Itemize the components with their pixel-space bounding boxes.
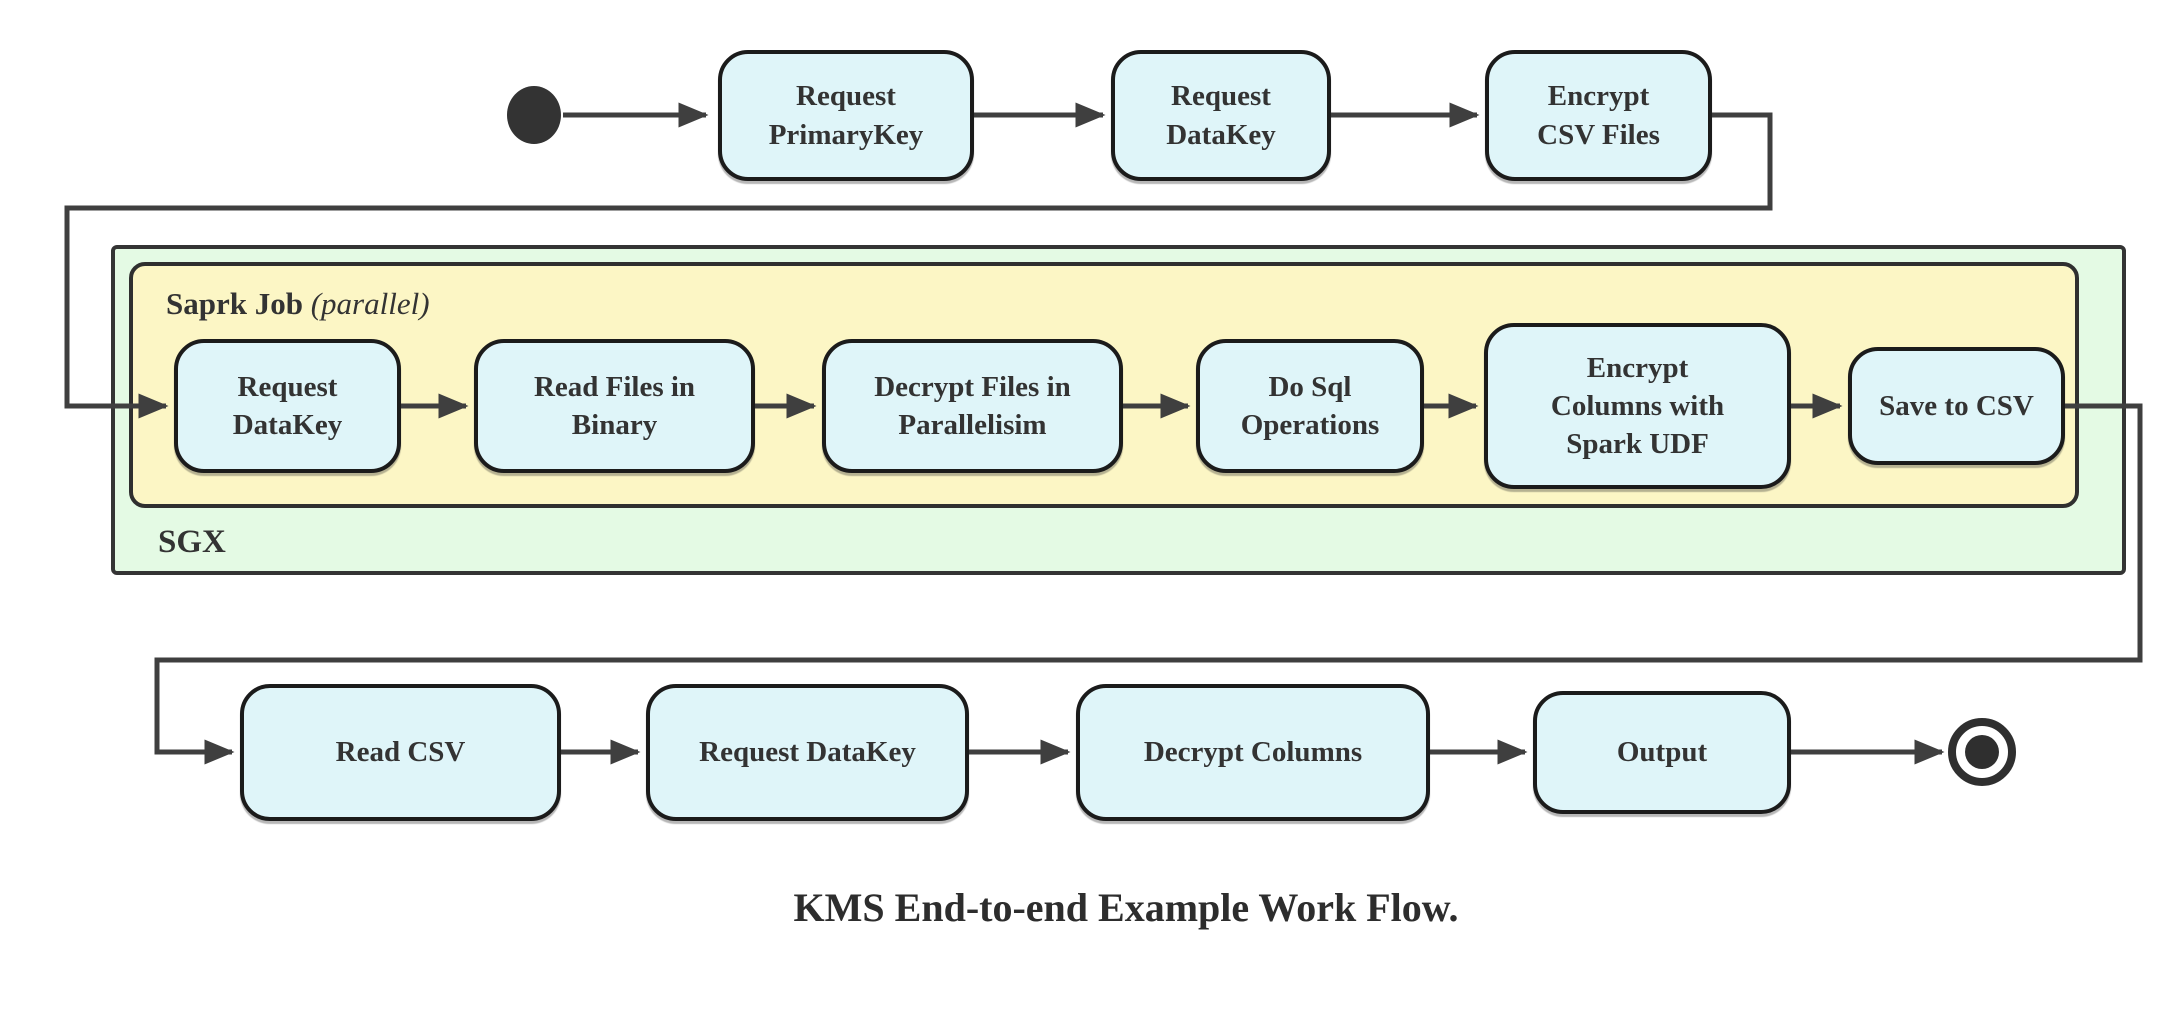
sgx-container-label: SGX <box>158 524 226 560</box>
node-save-to-csv: Save to CSV <box>1848 347 2065 465</box>
spark-job-label-parallel: (parallel) <box>310 286 430 321</box>
node-read-files-in-binary: Read Files in Binary <box>474 339 755 473</box>
node-encrypt-columns-with-spark-udf: Encrypt Columns with Spark UDF <box>1484 323 1791 489</box>
node-request-primarykey: Request PrimaryKey <box>718 50 974 181</box>
diagram-title: KMS End-to-end Example Work Flow. <box>793 885 1459 930</box>
edge-encrypt-csv-to-spark-request-datakey <box>64 112 1773 419</box>
spark-job-container-label: Saprk Job (parallel) <box>166 286 430 322</box>
final-state-icon <box>1948 718 2016 786</box>
edge-save-csv-to-read-csv <box>154 403 2143 765</box>
node-request-datakey-top: Request DataKey <box>1111 50 1331 181</box>
final-state-inner-dot <box>1965 735 1999 769</box>
node-decrypt-columns: Decrypt Columns <box>1076 684 1430 821</box>
node-encrypt-csv-files: Encrypt CSV Files <box>1485 50 1712 181</box>
node-request-datakey-bottom: Request DataKey <box>646 684 969 821</box>
initial-state-icon <box>507 86 561 144</box>
node-spark-request-datakey: Request DataKey <box>174 339 401 473</box>
node-decrypt-files-in-parallelisim: Decrypt Files in Parallelisim <box>822 339 1123 473</box>
node-output: Output <box>1533 691 1791 814</box>
node-read-csv: Read CSV <box>240 684 561 821</box>
spark-job-label-bold: Saprk Job <box>166 286 303 321</box>
node-do-sql-operations: Do Sql Operations <box>1196 339 1424 473</box>
